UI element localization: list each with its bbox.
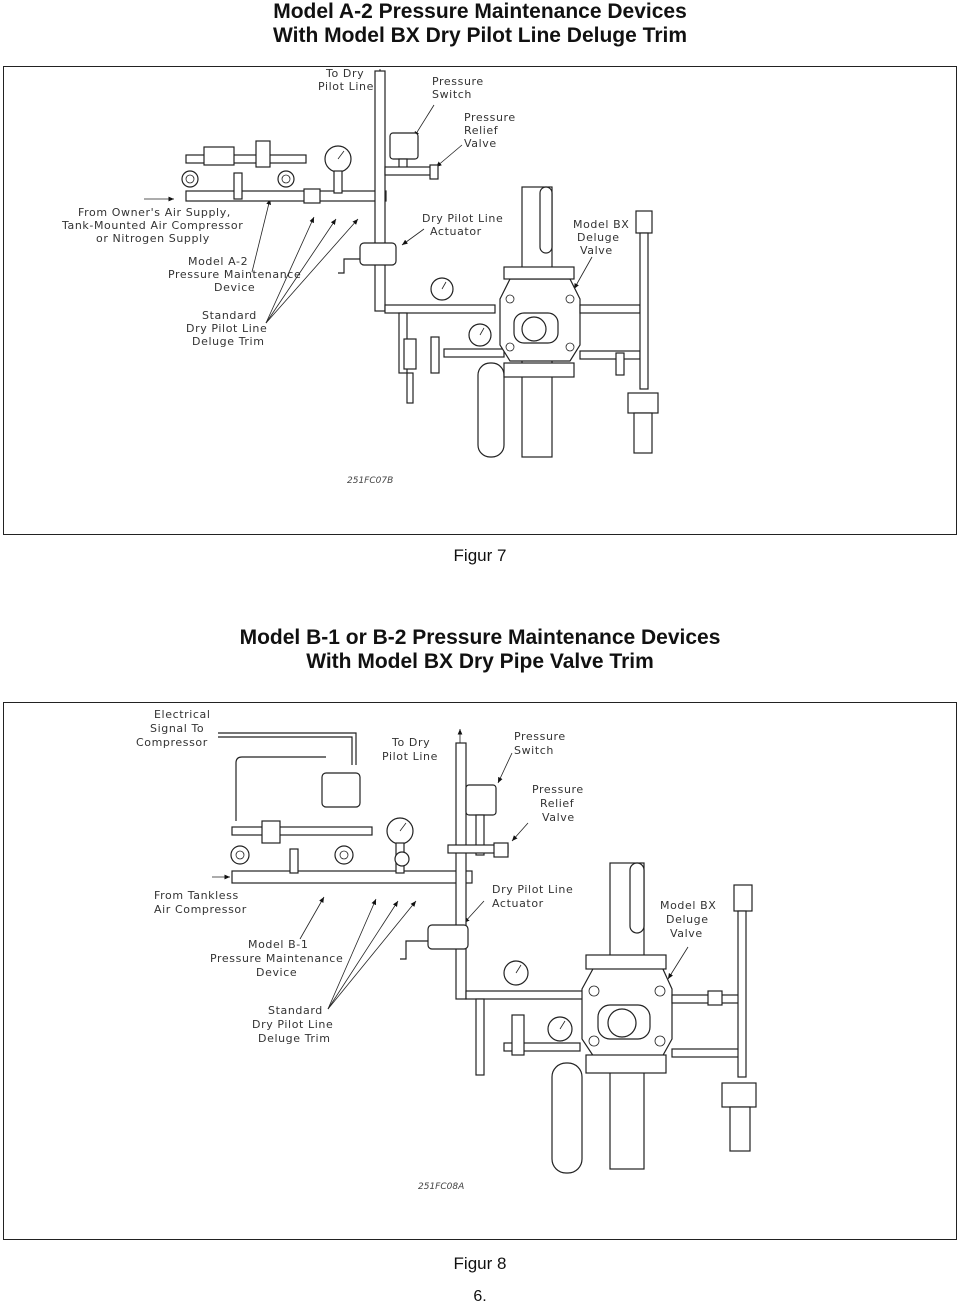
- fig7-drawing-code: 251FC07B: [347, 476, 393, 486]
- figure7-diagram: To Dry Pilot Line Pressure Switch Pressu…: [61, 67, 659, 486]
- fig8-label-b1-3: Device: [256, 966, 297, 979]
- fig7-piping: [181, 70, 659, 458]
- fig8-label-actuator-1: Dry Pilot Line: [492, 883, 573, 896]
- fig7-label-trim-3: Deluge Trim: [192, 335, 265, 348]
- fig7-label-to-dry-line1: To Dry: [325, 67, 364, 80]
- fig8-label-switch-1: Pressure: [514, 730, 566, 743]
- page-number: 6.: [473, 1288, 487, 1305]
- fig7-label-air-3: or Nitrogen Supply: [96, 232, 210, 245]
- fig8-piping: [218, 732, 757, 1174]
- fig7-label-relief-3: Valve: [464, 137, 497, 150]
- fig8-label-relief-2: Relief: [540, 797, 575, 810]
- fig8-label-trim-1: Standard: [268, 1004, 323, 1017]
- fig7-label-bx-1: Model BX: [573, 218, 629, 231]
- fig8-drawing-code: 251FC08A: [418, 1182, 464, 1192]
- figure7-caption: Figur 7: [453, 546, 507, 565]
- figure8-caption: Figur 8: [453, 1254, 507, 1273]
- fig7-label-a2-3: Device: [214, 281, 255, 294]
- fig7-label-trim-1: Standard: [202, 309, 257, 322]
- fig8-label-relief-1: Pressure: [532, 783, 584, 796]
- fig7-label-a2-2: Pressure Maintenance: [168, 268, 301, 281]
- figure8-title-line2: With Model BX Dry Pipe Valve Trim: [306, 650, 654, 673]
- figure8-diagram: Electrical Signal To Compressor To Dry P…: [136, 708, 757, 1192]
- fig8-label-tankless-2: Air Compressor: [154, 903, 247, 916]
- fig7-label-actuator-2: Actuator: [430, 225, 482, 238]
- fig7-label-actuator-1: Dry Pilot Line: [422, 212, 503, 225]
- fig8-label-actuator-2: Actuator: [492, 897, 544, 910]
- fig7-label-trim-2: Dry Pilot Line: [186, 322, 267, 335]
- figure7-title-line2: With Model BX Dry Pilot Line Deluge Trim: [272, 24, 687, 47]
- figure7-title: Model A-2 Pressure Maintenance Devices W…: [0, 0, 960, 48]
- fig7-label-a2-1: Model A-2: [188, 255, 248, 268]
- fig8-label-bx-1: Model BX: [660, 899, 716, 912]
- fig8-label-b1-2: Pressure Maintenance: [210, 952, 343, 965]
- fig7-label-bx-3: Valve: [580, 244, 613, 257]
- fig8-label-elec-2: Signal To: [150, 722, 204, 735]
- fig8-label-to-dry-2: Pilot Line: [382, 750, 438, 763]
- figure8-title-line1: Model B-1 or B-2 Pressure Maintenance De…: [239, 626, 721, 649]
- fig8-label-elec-3: Compressor: [136, 736, 208, 749]
- fig7-label-pressure-switch-2: Switch: [432, 88, 472, 101]
- fig7-label-air-2: Tank-Mounted Air Compressor: [61, 219, 243, 232]
- fig8-leader-arrows: [212, 729, 689, 1010]
- fig7-leader-arrows: [144, 69, 593, 324]
- fig7-label-relief-1: Pressure: [464, 111, 516, 124]
- figure8-diagram-frame: Electrical Signal To Compressor To Dry P…: [3, 702, 957, 1240]
- fig8-label-trim-2: Dry Pilot Line: [252, 1018, 333, 1031]
- fig8-label-b1-1: Model B-1: [248, 938, 308, 951]
- fig7-label-pressure-switch-1: Pressure: [432, 75, 484, 88]
- fig7-label-air-1: From Owner's Air Supply,: [78, 206, 231, 219]
- figure7-diagram-frame: To Dry Pilot Line Pressure Switch Pressu…: [3, 66, 957, 535]
- fig8-label-trim-3: Deluge Trim: [258, 1032, 331, 1045]
- fig8-label-to-dry-1: To Dry: [391, 736, 430, 749]
- fig8-label-bx-3: Valve: [670, 927, 703, 940]
- fig8-label-switch-2: Switch: [514, 744, 554, 757]
- fig8-label-relief-3: Valve: [542, 811, 575, 824]
- figure8-title: Model B-1 or B-2 Pressure Maintenance De…: [0, 626, 960, 674]
- fig8-label-elec-1: Electrical: [154, 708, 211, 721]
- fig8-label-bx-2: Deluge: [666, 913, 709, 926]
- fig7-label-relief-2: Relief: [464, 124, 499, 137]
- fig7-label-to-dry-line2: Pilot Line: [318, 80, 374, 93]
- fig7-label-bx-2: Deluge: [577, 231, 620, 244]
- figure7-title-line1: Model A-2 Pressure Maintenance Devices: [273, 0, 687, 23]
- fig8-label-tankless-1: From Tankless: [154, 889, 239, 902]
